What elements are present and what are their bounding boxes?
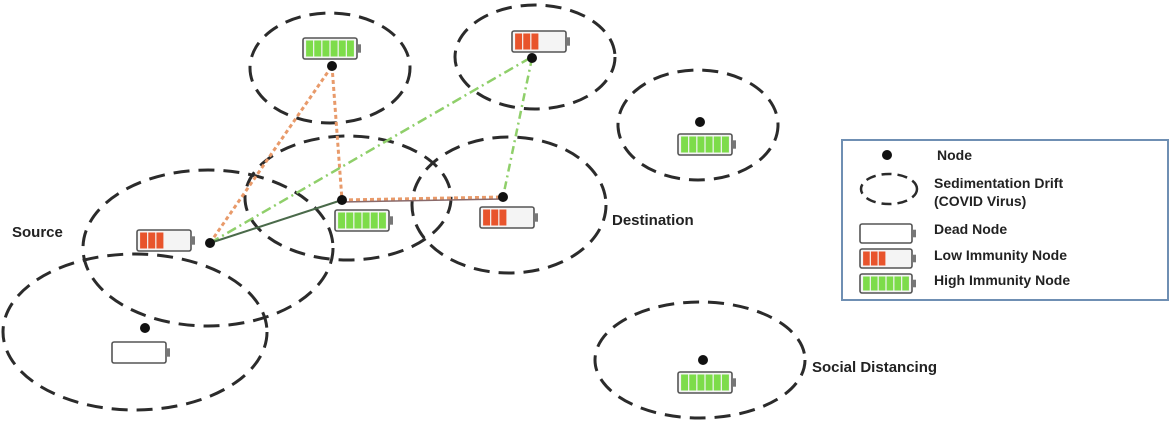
node-dot-top-left xyxy=(327,61,337,71)
battery-icon xyxy=(677,133,736,156)
path-center-to-destination-dark xyxy=(341,198,504,203)
legend-high-label: High Immunity Node xyxy=(934,272,1070,288)
battery-icon xyxy=(677,371,736,394)
node-dot-far-right xyxy=(695,117,705,127)
batteries xyxy=(111,30,736,394)
legend-drift-icon xyxy=(859,172,919,206)
zone-top-left xyxy=(248,11,412,125)
path-center-to-destination xyxy=(341,195,504,202)
legend-drift-label-2: (COVID Virus) xyxy=(934,193,1026,209)
battery-icon xyxy=(334,209,393,232)
legend-node-dot xyxy=(882,150,892,160)
zone-top-right xyxy=(453,3,617,111)
path-top-left-to-center xyxy=(330,65,344,201)
battery-icon xyxy=(302,37,361,60)
node-dots xyxy=(140,53,708,365)
node-dot-source xyxy=(205,238,215,248)
legend-low-battery-icon xyxy=(859,248,916,269)
zone-bottom-left xyxy=(1,252,269,412)
legend-dead-battery-icon xyxy=(859,223,916,244)
zone-social-distancing xyxy=(593,300,807,420)
routing-paths xyxy=(208,56,534,245)
path-source-to-center xyxy=(209,199,343,244)
node-dot-center xyxy=(337,195,347,205)
node-dot-bottom-left xyxy=(140,323,150,333)
battery-icon xyxy=(136,229,195,252)
legend-dead-label: Dead Node xyxy=(934,221,1007,237)
path-top-right-to-destination xyxy=(501,57,534,198)
zone-source xyxy=(81,168,335,328)
battery-icon xyxy=(511,30,570,53)
path-source-to-top-right xyxy=(209,56,531,245)
zone-center xyxy=(243,134,453,262)
legend-high-battery-icon xyxy=(859,273,916,294)
legend-drift-label-1: Sedimentation Drift xyxy=(934,175,1063,191)
battery-icon xyxy=(479,206,538,229)
node-dot-top-right xyxy=(527,53,537,63)
legend-low-label: Low Immunity Node xyxy=(934,247,1067,263)
label-destination: Destination xyxy=(612,212,694,229)
drift-zones xyxy=(1,3,807,420)
zone-destination xyxy=(410,135,608,275)
path-source-to-top-left xyxy=(208,65,334,244)
node-dot-destination xyxy=(498,192,508,202)
node-dot-social-distancing xyxy=(698,355,708,365)
legend-node-label: Node xyxy=(937,147,972,163)
legend: Node Sedimentation Drift (COVID Virus) D… xyxy=(841,139,1169,301)
battery-icon xyxy=(111,341,170,364)
label-source: Source xyxy=(12,224,63,241)
label-social-distancing: Social Distancing xyxy=(812,359,937,376)
zone-far-right xyxy=(616,68,780,182)
